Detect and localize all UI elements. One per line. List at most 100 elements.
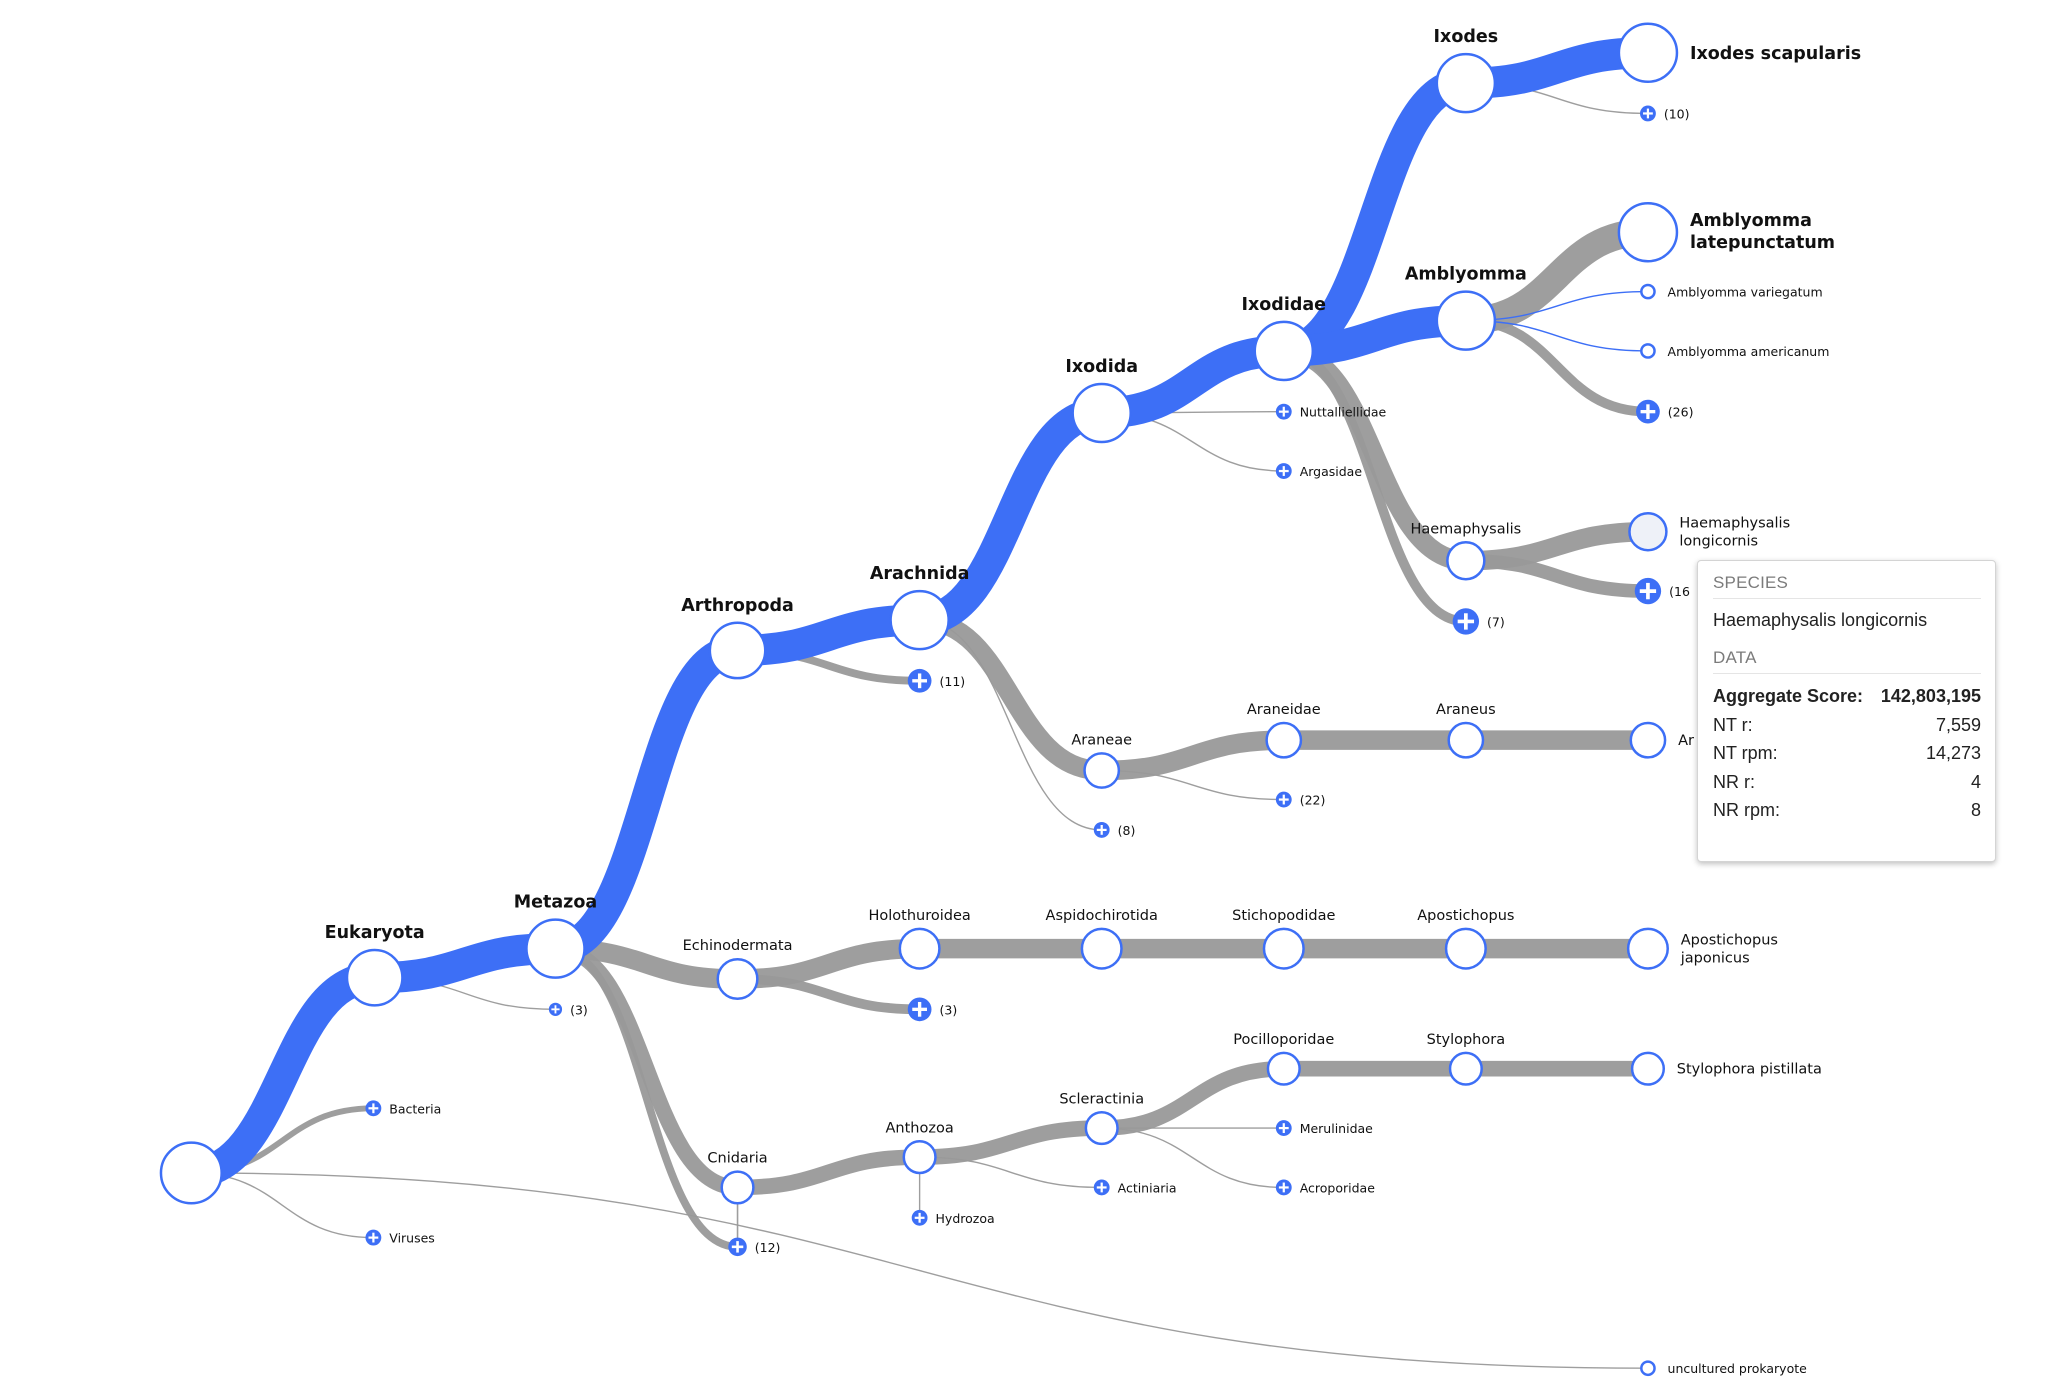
node-metazoa-more[interactable]: (12) bbox=[728, 1237, 780, 1257]
node-acroporidae[interactable]: Acroporidae bbox=[1275, 1179, 1376, 1196]
node-nuttalliellidae[interactable]: Nuttalliellidae bbox=[1275, 403, 1387, 420]
taxon-circle[interactable] bbox=[159, 1141, 223, 1205]
node-holothuroidea[interactable]: Holothuroidea bbox=[868, 908, 971, 970]
taxon-circle[interactable] bbox=[1447, 721, 1485, 759]
node-araneus[interactable]: Araneus bbox=[1436, 702, 1496, 759]
taxon-circle[interactable] bbox=[1266, 1051, 1301, 1086]
node-hydrozoa[interactable]: Hydrozoa bbox=[911, 1209, 995, 1226]
node-arachnida-more[interactable]: (8) bbox=[1093, 821, 1136, 838]
label-nuttalliellidae: Nuttalliellidae bbox=[1300, 405, 1387, 420]
taxon-circle[interactable] bbox=[902, 1140, 937, 1175]
node-araneae-more[interactable]: (22) bbox=[1275, 791, 1326, 808]
node-scleractinia[interactable]: Scleractinia bbox=[1059, 1091, 1144, 1146]
taxon-circle[interactable] bbox=[708, 621, 767, 680]
taxon-circle[interactable] bbox=[1435, 52, 1497, 114]
node-actiniaria[interactable]: Actiniaria bbox=[1093, 1179, 1177, 1196]
taxon-circle[interactable] bbox=[345, 948, 404, 1007]
taxon-circle[interactable] bbox=[1640, 343, 1656, 359]
node-arachnida[interactable]: Arachnida bbox=[870, 564, 970, 651]
node-eukaryota[interactable]: Eukaryota bbox=[325, 923, 425, 1007]
node-pocilloporidae[interactable]: Pocilloporidae bbox=[1233, 1032, 1334, 1086]
taxon-circle[interactable] bbox=[720, 1170, 755, 1205]
node-amblyomma-variegatum[interactable]: Amblyomma variegatum bbox=[1640, 283, 1823, 300]
taxon-circle[interactable] bbox=[1630, 1051, 1666, 1086]
node-cnidaria[interactable]: Cnidaria bbox=[707, 1151, 768, 1205]
node-arthropoda-more[interactable]: (11) bbox=[907, 668, 965, 693]
taxon-circle[interactable] bbox=[1080, 927, 1123, 970]
node-amblyomma-americanum[interactable]: Amblyomma americanum bbox=[1640, 343, 1829, 359]
node-stichopodidae[interactable]: Stichopodidae bbox=[1232, 908, 1335, 970]
taxon-circle[interactable] bbox=[1265, 721, 1303, 759]
taxon-circle[interactable] bbox=[525, 918, 586, 979]
node-amblyomma[interactable]: Amblyomma bbox=[1405, 265, 1527, 351]
label-uncultured-prokaryote: uncultured prokaryote bbox=[1668, 1361, 1808, 1376]
taxon-circle[interactable] bbox=[1253, 320, 1315, 382]
node-ixodidae-more[interactable]: (7) bbox=[1452, 608, 1505, 635]
node-aspidochirotida[interactable]: Aspidochirotida bbox=[1046, 908, 1158, 970]
taxon-circle[interactable] bbox=[898, 927, 941, 970]
node-anthozoa[interactable]: Anthozoa bbox=[886, 1120, 954, 1175]
node-echinodermata-more[interactable]: (3) bbox=[907, 997, 957, 1022]
node-viruses[interactable]: Viruses bbox=[365, 1229, 435, 1246]
label-amblyomma-variegatum: Amblyomma variegatum bbox=[1668, 285, 1823, 300]
node-ixodes-more[interactable]: (10) bbox=[1640, 105, 1690, 122]
taxon-circle[interactable] bbox=[1444, 927, 1487, 970]
taxon-circle[interactable] bbox=[1626, 927, 1669, 970]
node-root[interactable] bbox=[159, 1141, 223, 1205]
taxon-circle[interactable] bbox=[1071, 382, 1132, 444]
node-eukaryota-more[interactable]: (3) bbox=[548, 1002, 588, 1017]
label-metazoa: Metazoa bbox=[514, 893, 597, 913]
node-metazoa[interactable]: Metazoa bbox=[514, 893, 597, 979]
node-argasidae[interactable]: Argasidae bbox=[1275, 463, 1362, 479]
label-ixodida: Ixodida bbox=[1065, 357, 1138, 377]
node-merulinidae[interactable]: Merulinidae bbox=[1275, 1120, 1373, 1136]
taxon-circle[interactable] bbox=[716, 957, 759, 1001]
label-araneus-species: Ar bbox=[1678, 733, 1694, 749]
label-acroporidae: Acroporidae bbox=[1300, 1180, 1376, 1195]
taxon-circle[interactable] bbox=[1083, 752, 1121, 789]
node-ixodidae[interactable]: Ixodidae bbox=[1241, 295, 1326, 382]
taxon-circle[interactable] bbox=[1640, 1360, 1656, 1377]
taxon-circle[interactable] bbox=[889, 589, 950, 651]
node-haemaphysalis[interactable]: Haemaphysalis bbox=[1410, 521, 1521, 581]
node-araneidae[interactable]: Araneidae bbox=[1247, 702, 1321, 759]
node-haemaphysalis-more[interactable]: (16 bbox=[1634, 577, 1690, 605]
node-araneae[interactable]: Araneae bbox=[1071, 732, 1132, 789]
label-stylophora-pistillata: Stylophora pistillata bbox=[1677, 1062, 1822, 1078]
node-echinodermata[interactable]: Echinodermata bbox=[683, 938, 793, 1001]
label-actiniaria: Actiniaria bbox=[1118, 1180, 1177, 1195]
tooltip-row-nr-r: NR r: 4 bbox=[1713, 771, 1981, 792]
node-araneus-species[interactable]: Ar bbox=[1629, 721, 1694, 759]
taxon-circle[interactable] bbox=[1448, 1051, 1483, 1086]
taxon-circle[interactable] bbox=[1617, 22, 1679, 84]
label-ixodidae-more: (7) bbox=[1487, 614, 1505, 629]
link-ixodida-to-ixodidae bbox=[1101, 335, 1285, 429]
link-amblyomma-to-amblyomma-more bbox=[1465, 315, 1648, 417]
taxon-circle[interactable] bbox=[1628, 511, 1668, 552]
node-arthropoda[interactable]: Arthropoda bbox=[681, 596, 794, 680]
taxon-circle[interactable] bbox=[1629, 721, 1667, 759]
taxon-circle[interactable] bbox=[1435, 290, 1497, 351]
node-ixodida[interactable]: Ixodida bbox=[1065, 357, 1138, 444]
node-bacteria[interactable]: Bacteria bbox=[365, 1100, 441, 1116]
link-root-to-eukaryota bbox=[189, 962, 377, 1189]
link-araneae-to-araneidae bbox=[1101, 730, 1284, 781]
node-stylophora[interactable]: Stylophora bbox=[1427, 1032, 1505, 1086]
taxon-circle[interactable] bbox=[1617, 201, 1679, 263]
taxon-circle[interactable] bbox=[1262, 927, 1305, 970]
node-apostichopus[interactable]: Apostichopus bbox=[1417, 908, 1514, 970]
label-haemaphysalis: Haemaphysalis bbox=[1410, 521, 1521, 537]
node-uncultured-prokaryote[interactable]: uncultured prokaryote bbox=[1640, 1360, 1808, 1377]
taxon-circle[interactable] bbox=[1084, 1111, 1119, 1146]
node-stylophora-pistillata[interactable]: Stylophora pistillata bbox=[1630, 1051, 1822, 1086]
node-amblyomma-more[interactable]: (26) bbox=[1636, 399, 1693, 424]
taxon-circle[interactable] bbox=[1446, 541, 1486, 581]
node-ixodes[interactable]: Ixodes bbox=[1434, 27, 1499, 114]
label-hydrozoa: Hydrozoa bbox=[936, 1211, 995, 1226]
taxon-circle[interactable] bbox=[1640, 283, 1656, 300]
node-ixodes-scapularis[interactable]: Ixodes scapularis bbox=[1617, 22, 1861, 84]
